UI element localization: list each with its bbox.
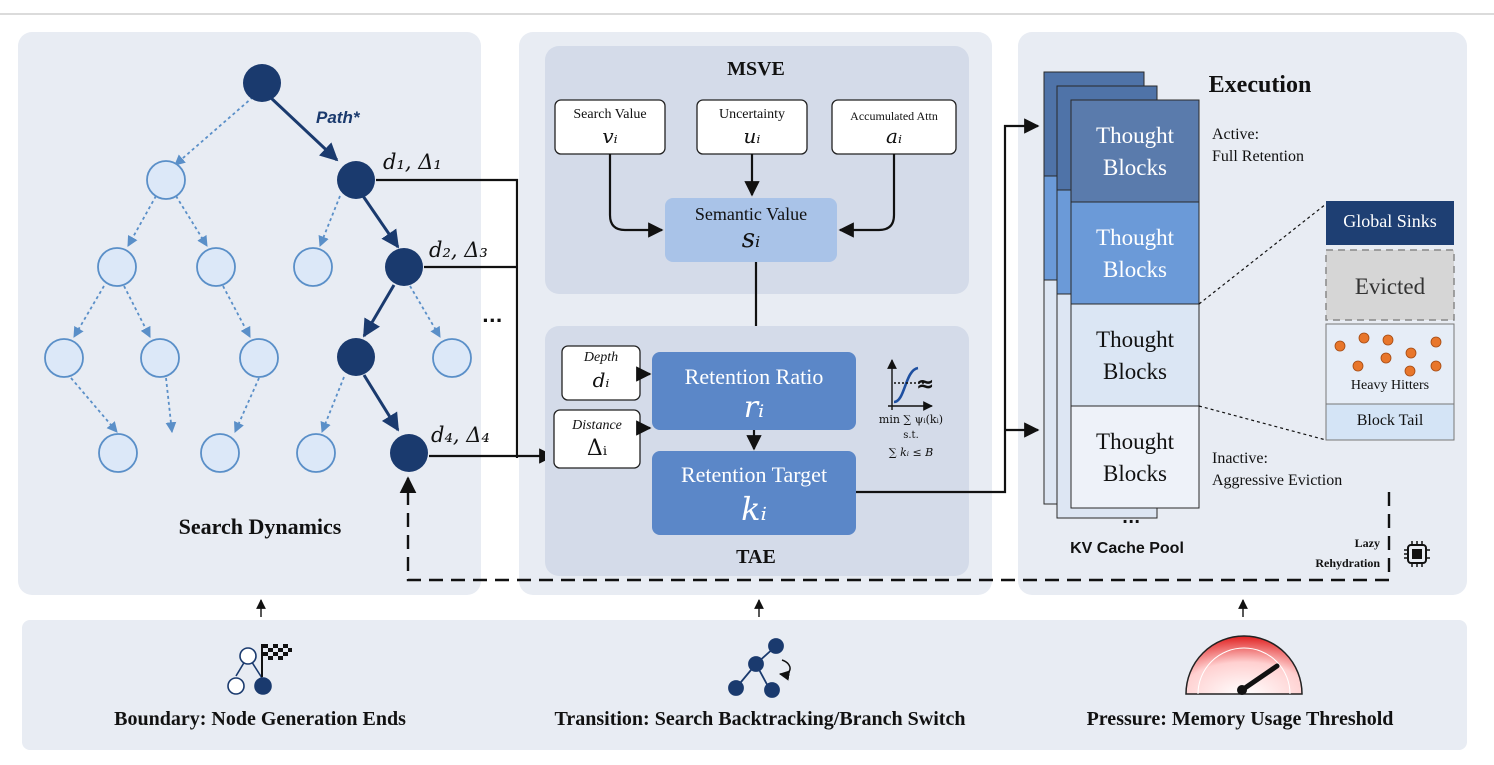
thought-block-4: Thought Blocks: [1096, 429, 1174, 486]
trigger-panel: [22, 620, 1467, 750]
distance-label: Distance: [572, 418, 622, 433]
retention-target-label: Retention Target: [680, 462, 828, 487]
uncertainty-label: Uncertainty: [718, 107, 786, 122]
semantic-value-label: Semantic Value: [694, 204, 808, 224]
tae-arrows: [636, 118, 1040, 494]
retention-ratio-label: Retention Ratio: [684, 364, 824, 389]
search-tree: [44, 64, 472, 473]
edge-label-3: d₄, Δ₄: [431, 423, 490, 447]
distance-symbol: Δᵢ: [586, 436, 608, 461]
retention-target-box: [652, 451, 856, 535]
zoom-lines: [1198, 203, 1327, 441]
block-3: [1070, 303, 1200, 407]
optimization-formula-1: min ∑ ψᵢ(kᵢ): [878, 413, 944, 426]
branch-switch-icon: [728, 638, 791, 698]
block-detail: [1325, 201, 1455, 441]
block-1: [1070, 99, 1200, 203]
msve-inputs: [554, 99, 957, 155]
optimization-formula-3: ∑ kᵢ ≤ B: [888, 446, 934, 459]
pressure-trigger-label: Pressure: Memory Usage Threshold: [1086, 708, 1394, 730]
lazy-label: Lazy: [1354, 536, 1380, 550]
block-4: [1070, 405, 1200, 509]
accumulated-attn-label: Accumulated Attn: [850, 109, 938, 123]
retention-target-symbol: kᵢ: [741, 490, 767, 528]
inactive-desc: Aggressive Eviction: [1212, 472, 1343, 489]
optimization-formula-2: s.t.: [903, 430, 919, 441]
tree-to-tae-connectors: [376, 178, 555, 464]
heavy-hitter-dots: [1334, 332, 1442, 377]
pool-ellipsis: ...: [1122, 508, 1141, 527]
thought-block-2: Thought Blocks: [1096, 225, 1174, 282]
accumulated-attn-symbol: aᵢ: [886, 124, 902, 148]
tae-title: TAE: [736, 546, 776, 568]
trigger-arrows: [256, 599, 1248, 617]
tree-ellipsis: ...: [482, 306, 503, 327]
root-node: [243, 64, 281, 102]
path-label: Path*: [316, 108, 360, 127]
depth-symbol: dᵢ: [592, 368, 610, 392]
retention-ratio-symbol: rᵢ: [743, 390, 765, 425]
uncertainty-symbol: uᵢ: [743, 124, 761, 148]
thought-block-3: Thought Blocks: [1096, 327, 1174, 384]
flag-tree-icon: [227, 644, 292, 695]
search-dynamics-title: Search Dynamics: [178, 514, 342, 539]
active-label: Active:: [1212, 126, 1260, 143]
msve-title: MSVE: [727, 58, 785, 80]
edge-label-2: d₂, Δ₃: [429, 238, 488, 262]
evicted-label: Evicted: [1354, 274, 1426, 299]
retention-ratio-box: [652, 352, 856, 430]
depth-label: Depth: [583, 350, 619, 365]
msve-arrows: [608, 154, 896, 352]
heavy-hitters-label: Heavy Hitters: [1350, 378, 1430, 393]
approx-symbol: ≈: [916, 372, 935, 397]
execution-title: Execution: [1208, 72, 1312, 98]
search-value-symbol: vᵢ: [602, 124, 618, 148]
gauge-icon: [1185, 635, 1303, 695]
transition-trigger-label: Transition: Search Backtracking/Branch S…: [554, 708, 966, 730]
semantic-value-symbol: sᵢ: [741, 224, 761, 254]
chip-icon: [1404, 541, 1430, 567]
thought-block-1: Thought Blocks: [1096, 123, 1174, 180]
boundary-trigger-label: Boundary: Node Generation Ends: [114, 708, 406, 730]
block-tail-label: Block Tail: [1356, 412, 1424, 429]
distance-box: [553, 409, 641, 469]
active-desc: Full Retention: [1212, 148, 1304, 165]
rehydration-label: Rehydration: [1315, 556, 1380, 570]
kv-cache-pool-label: KV Cache Pool: [1070, 540, 1184, 557]
semantic-value-box: [665, 198, 837, 262]
global-sinks-label: Global Sinks: [1343, 211, 1437, 231]
edge-label-1: d₁, Δ₁: [383, 150, 442, 174]
sigmoid-icon: [887, 359, 933, 411]
block-2: [1070, 201, 1200, 305]
kv-stack: [1043, 71, 1200, 519]
inactive-label: Inactive:: [1212, 450, 1268, 467]
rehydration-path: [399, 476, 1391, 582]
search-value-label: Search Value: [573, 107, 647, 122]
